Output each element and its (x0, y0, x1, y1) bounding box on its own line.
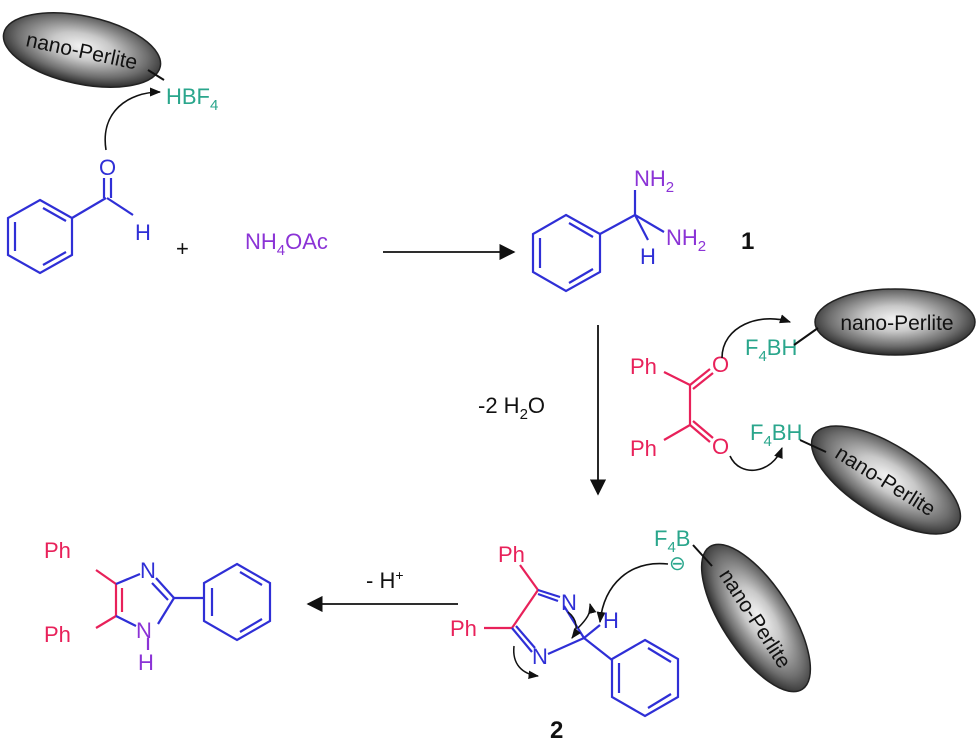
compound-1-label: 1 (741, 228, 754, 255)
support-bond (799, 439, 827, 453)
compound-1-structure (531, 190, 665, 293)
intermediate-ph-bottom: Ph (450, 616, 477, 641)
catalyst-f4bh-bottom: F4BH (750, 420, 802, 450)
water-loss-label: -2 H2O (478, 393, 545, 423)
activation-arrow-right-top (721, 314, 792, 359)
product-nitrogen-3: N (140, 558, 156, 583)
compound-2-label: 2 (550, 717, 563, 744)
product-imidazole-structure (95, 562, 272, 650)
benzaldehyde (6, 178, 134, 275)
intermediate-nitrogen-bottom: N (532, 644, 548, 669)
benzil-ph-top: Ph (630, 354, 657, 379)
support-bond (692, 544, 713, 567)
product-nitrogen-1: N (136, 618, 152, 643)
intermediate-2-structure (484, 564, 680, 718)
benzil-ph-bottom: Ph (630, 436, 657, 461)
product-ph-bottom: Ph (44, 622, 71, 647)
deprotonation-arrow (596, 562, 669, 624)
activation-arrow-top (104, 87, 162, 151)
intermediate-ph-top: Ph (498, 542, 525, 567)
product-ph-top: Ph (44, 538, 71, 563)
support-label: nano-Perlite (840, 312, 953, 335)
aminal-hydrogen: H (640, 244, 656, 269)
support-right-top: nano-Perlite (814, 288, 976, 356)
electron-arrow-2 (577, 602, 597, 629)
plus-sign: + (176, 236, 189, 261)
support-top-left: nano-Perlite (2, 12, 162, 88)
ammonium-acetate: NH4OAc (245, 229, 328, 259)
product-nh-hydrogen: H (138, 650, 154, 675)
intermediate-nitrogen-top: N (561, 590, 577, 615)
catalyst-f4bh-top: F4BH (745, 335, 797, 365)
amine-nh2-top: NH2 (634, 166, 674, 196)
support-right-middle: nano-Perlite (810, 425, 962, 535)
support-bottom-right: nano-Perlite (700, 543, 812, 693)
intermediate-hydrogen: H (603, 608, 619, 633)
aldehyde-hydrogen: H (135, 220, 151, 245)
benzil-structure (663, 368, 714, 443)
amine-nh2-right: NH2 (666, 225, 706, 255)
catalyst-hbf4: HBF4 (166, 84, 218, 114)
support-bond (147, 69, 165, 81)
benzil-oxygen-bottom: O (712, 434, 729, 459)
aldehyde-oxygen: O (99, 155, 116, 180)
support-bond (793, 327, 819, 346)
benzil-oxygen-top: O (712, 352, 729, 377)
activation-arrow-right-bottom (729, 446, 783, 471)
electron-arrow-3 (513, 645, 540, 679)
proton-loss-label: - H+ (366, 567, 404, 593)
electron-arrow-1 (567, 611, 582, 639)
anion-charge-icon: ⊖ (669, 553, 686, 575)
catalyst-f4b-anion: F4B (654, 526, 690, 556)
